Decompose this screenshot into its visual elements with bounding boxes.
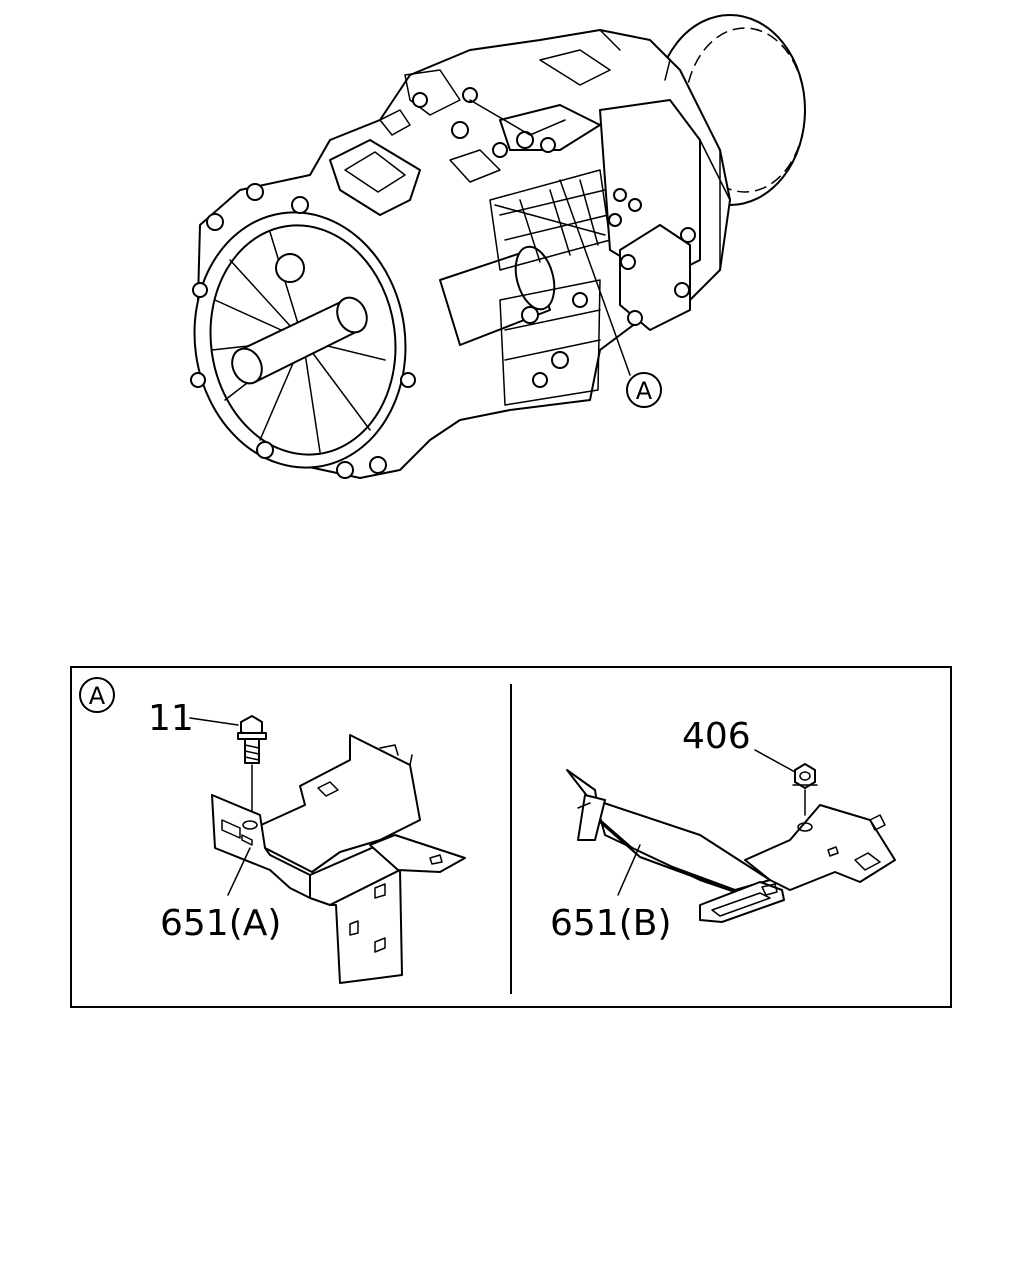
transmission-assembly: A bbox=[190, 14, 806, 479]
label-bracket-651a: 651(A) bbox=[160, 903, 281, 944]
bracket-651b bbox=[566, 769, 896, 923]
callout-a-overview-text: A bbox=[636, 377, 653, 405]
callout-a-detail-text: A bbox=[89, 682, 106, 710]
nut-406 bbox=[792, 763, 818, 816]
callout-a-overview: A bbox=[626, 372, 662, 408]
leader-nut-406 bbox=[754, 749, 796, 773]
input-shaft bbox=[231, 253, 368, 385]
detail-panel-a: A 11 bbox=[70, 666, 952, 1008]
leader-line-a bbox=[559, 179, 631, 376]
rear-housing bbox=[599, 99, 731, 331]
label-nut-406: 406 bbox=[682, 716, 751, 757]
label-bracket-651b: 651(B) bbox=[550, 903, 672, 944]
shift-mechanism bbox=[379, 29, 671, 183]
top-cover bbox=[329, 104, 601, 216]
label-bolt-11: 11 bbox=[148, 698, 194, 739]
leader-bracket-651b bbox=[617, 844, 641, 896]
leader-bolt-11 bbox=[189, 717, 239, 726]
callout-a-detail: A bbox=[79, 677, 115, 713]
leader-bracket-651a bbox=[227, 847, 251, 896]
bracket-651a bbox=[211, 734, 466, 984]
bolt-11 bbox=[237, 715, 267, 823]
